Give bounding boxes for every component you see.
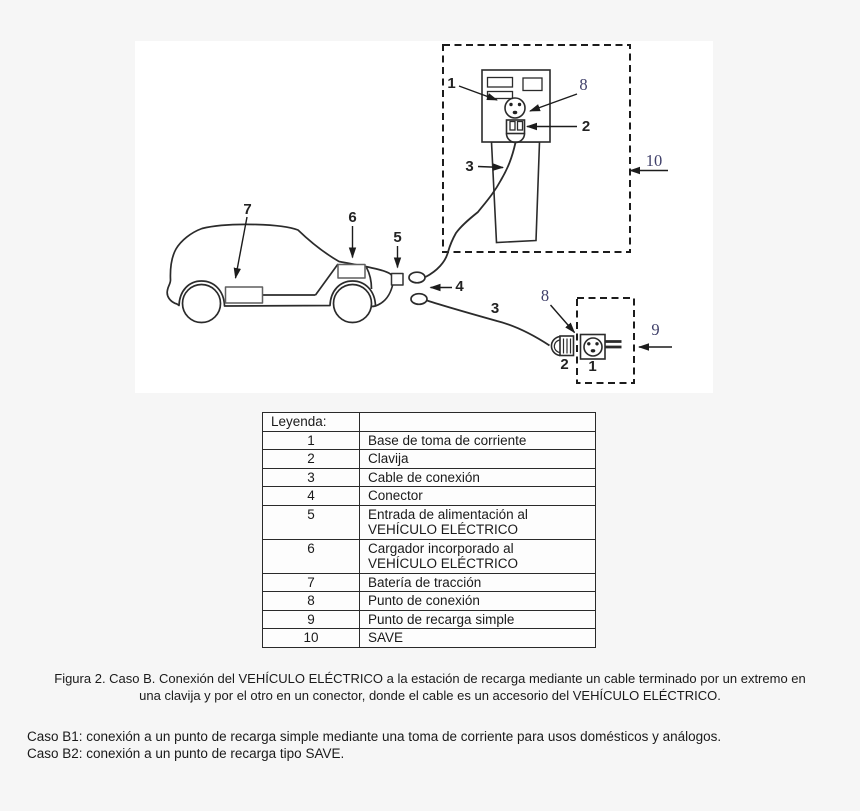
station-card-reader bbox=[522, 77, 543, 92]
legend-num: 4 bbox=[262, 486, 360, 506]
legend-num: 10 bbox=[262, 628, 360, 648]
station-cable-line bbox=[425, 142, 517, 278]
label-socket-b1: 1 bbox=[588, 358, 596, 375]
table-row: 4 Conector bbox=[262, 486, 596, 506]
table-row: 9 Punto de recarga simple bbox=[262, 609, 596, 629]
label-station-plug: 2 bbox=[582, 118, 590, 135]
label-station-socket: 1 bbox=[447, 75, 455, 92]
connector-lower bbox=[410, 292, 428, 306]
table-row: 10 SAVE bbox=[262, 628, 596, 648]
legend-desc: Cargador incorporado al VEHÍCULO ELÉCTRI… bbox=[359, 538, 596, 574]
cable-b1-line bbox=[426, 299, 550, 347]
case-b1-text: Caso B1: conexión a un punto de recarga … bbox=[27, 729, 722, 744]
legend-table: Leyenda: 1 Base de toma de corriente 2 C… bbox=[262, 412, 596, 648]
legend-num: 1 bbox=[262, 430, 360, 450]
label-simple-charge-point: 9 bbox=[651, 320, 659, 339]
ev-car bbox=[166, 223, 404, 324]
legend-desc: Base de toma de corriente bbox=[359, 430, 596, 450]
legend-num: 8 bbox=[262, 591, 360, 611]
legend-title: Leyenda: bbox=[262, 412, 360, 432]
label-station-cable: 3 bbox=[465, 158, 473, 175]
station-socket-outlet-icon bbox=[504, 97, 526, 119]
table-row: 6 Cargador incorporado al VEHÍCULO ELÉCT… bbox=[262, 538, 596, 574]
front-fender-line bbox=[365, 267, 373, 290]
label-station-connection-point: 8 bbox=[579, 75, 587, 94]
label-plug-b1: 2 bbox=[560, 356, 568, 373]
case-b2-text: Caso B2: conexión a un punto de recarga … bbox=[27, 745, 345, 761]
label-save-box: 10 bbox=[646, 151, 663, 170]
legend-desc: Entrada de alimentación al VEHÍCULO ELÉC… bbox=[359, 504, 596, 540]
legend-desc: SAVE bbox=[359, 628, 596, 648]
onboard-charger-box bbox=[337, 263, 366, 279]
car-body bbox=[166, 223, 395, 308]
label-cable-b1: 3 bbox=[491, 300, 499, 317]
legend-num: 3 bbox=[262, 467, 360, 487]
simple-charge-point-dashed-box bbox=[576, 297, 635, 384]
legend-num: 7 bbox=[262, 572, 360, 592]
legend-desc: Clavija bbox=[359, 449, 596, 469]
socket-b1-supply-lines bbox=[605, 340, 622, 349]
legend-desc: Conector bbox=[359, 486, 596, 506]
front-wheel bbox=[332, 283, 373, 324]
station-pedestal bbox=[490, 141, 541, 244]
caption-line-1: Figura 2. Caso B. Conexión del VEHÍCULO … bbox=[54, 671, 806, 686]
label-connection-point-b1: 8 bbox=[541, 286, 549, 305]
legend-header-row: Leyenda: bbox=[262, 412, 596, 432]
legend-header-empty bbox=[359, 412, 596, 432]
charging-station bbox=[425, 69, 551, 278]
plug-b1-dome-inner bbox=[553, 339, 561, 354]
legend-desc: Punto de recarga simple bbox=[359, 609, 596, 629]
arrow-traction-battery bbox=[233, 216, 248, 279]
save-dashed-box bbox=[442, 44, 631, 253]
arrow-station-connection-point bbox=[529, 93, 578, 112]
label-vehicle-inlet: 5 bbox=[393, 229, 401, 246]
figure-caption: Figura 2. Caso B. Conexión del VEHÍCULO … bbox=[0, 671, 860, 704]
legend-desc: Punto de conexión bbox=[359, 591, 596, 611]
table-row: 5 Entrada de alimentación al VEHÍCULO EL… bbox=[262, 504, 596, 540]
arrow-station-socket bbox=[458, 85, 498, 101]
legend-desc: Batería de tracción bbox=[359, 572, 596, 592]
station-display bbox=[486, 76, 514, 88]
arrow-station-cable bbox=[477, 163, 504, 171]
ev-charging-diagram: 1 8 2 3 10 7 6 5 4 3 8 2 1 9 bbox=[166, 44, 672, 384]
plug-and-socket-b1 bbox=[550, 333, 622, 360]
station-head bbox=[481, 69, 551, 143]
arrow-connection-point-b1 bbox=[549, 304, 576, 334]
callout-labels: 1 8 2 3 10 7 6 5 4 3 8 2 1 9 bbox=[243, 75, 662, 375]
connector-icons bbox=[408, 271, 428, 306]
plug-b1-fins bbox=[562, 338, 572, 354]
legend-desc: Cable de conexión bbox=[359, 467, 596, 487]
table-row: 1 Base de toma de corriente bbox=[262, 430, 596, 450]
connector-upper bbox=[408, 271, 426, 284]
callout-arrows bbox=[233, 85, 672, 351]
table-row: 3 Cable de conexión bbox=[262, 467, 596, 487]
legend-num: 6 bbox=[262, 538, 360, 574]
traction-battery-box bbox=[224, 286, 264, 304]
label-connector: 4 bbox=[455, 278, 464, 295]
socket-b1-face bbox=[583, 337, 603, 357]
rear-wheel bbox=[181, 283, 222, 324]
caption-line-2: una clavija y por el otro en un conector… bbox=[139, 687, 721, 703]
figure-diagram: 1 8 2 3 10 7 6 5 4 3 8 2 1 9 bbox=[135, 41, 713, 393]
windshield-line bbox=[314, 263, 339, 296]
legend-num: 2 bbox=[262, 449, 360, 469]
table-row: 8 Punto de conexión bbox=[262, 591, 596, 611]
table-row: 7 Batería de tracción bbox=[262, 572, 596, 592]
label-onboard-charger: 6 bbox=[348, 209, 356, 226]
legend-num: 5 bbox=[262, 504, 360, 540]
case-descriptions: Caso B1: conexión a un punto de recarga … bbox=[27, 729, 840, 762]
label-traction-battery: 7 bbox=[243, 201, 251, 218]
vehicle-inlet-box bbox=[390, 272, 404, 286]
table-row: 2 Clavija bbox=[262, 449, 596, 469]
legend-num: 9 bbox=[262, 609, 360, 629]
